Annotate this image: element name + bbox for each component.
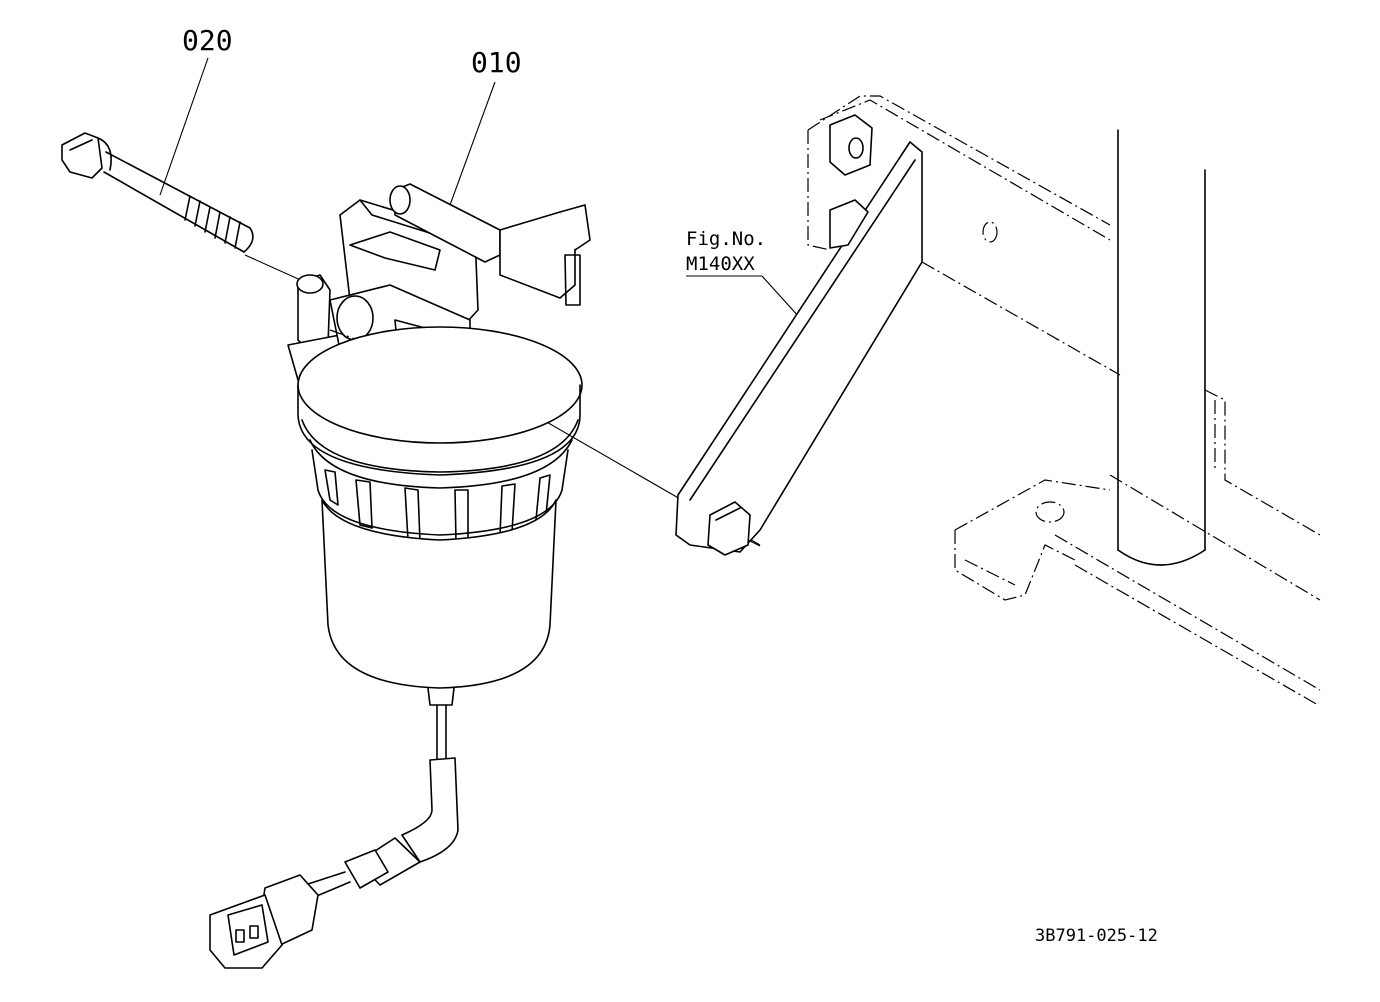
electrical-connector bbox=[209, 874, 319, 969]
callout-020-label: 020 bbox=[182, 24, 233, 57]
mounting-bracket bbox=[675, 141, 923, 556]
callout-020-leader bbox=[159, 57, 209, 196]
document-id: 3B791-025-12 bbox=[1035, 926, 1158, 946]
fig-ref-line2: M140XX bbox=[686, 253, 755, 275]
machine-frame-phantom bbox=[807, 95, 1321, 706]
callout-010-leader bbox=[449, 81, 496, 206]
fig-ref-line1: Fig.No. bbox=[686, 228, 766, 250]
frame-weld-nuts bbox=[829, 114, 873, 249]
callout-010-label: 010 bbox=[471, 46, 522, 79]
fig-ref-leader bbox=[761, 275, 801, 319]
bolt-020 bbox=[61, 132, 254, 253]
sensor-wire-harness bbox=[304, 704, 459, 899]
frame-pillar bbox=[1117, 129, 1206, 566]
fuel-filter-bowl bbox=[297, 326, 583, 706]
bolt-axis-line bbox=[244, 254, 306, 283]
